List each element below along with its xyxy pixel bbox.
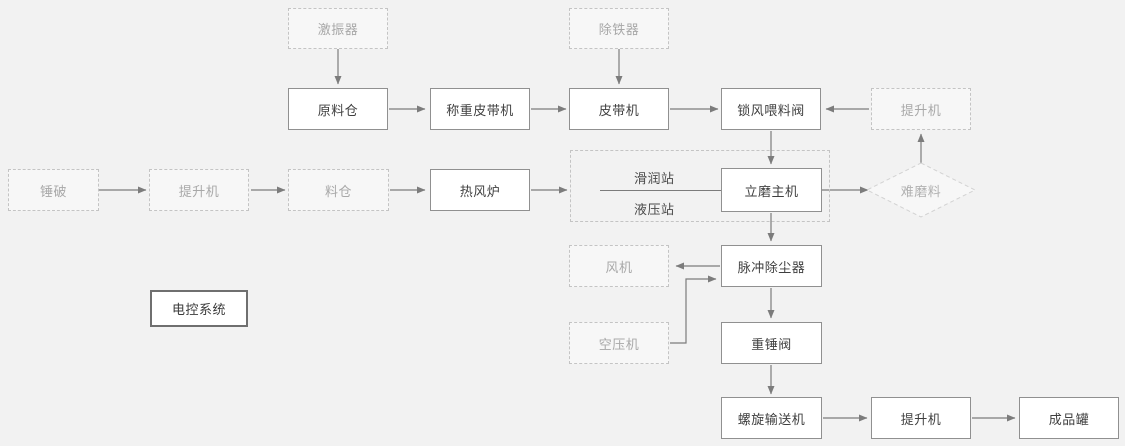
node-product-tank[interactable]: 成品罐 (1019, 397, 1119, 439)
node-raw-bin-label: 原料仓 (317, 103, 359, 119)
node-hammer-crusher-label: 锤破 (39, 184, 67, 200)
vertical-mill-group (570, 150, 830, 222)
node-elevator-left[interactable]: 提升机 (149, 169, 249, 211)
node-hammer-crusher[interactable]: 锤破 (8, 169, 99, 211)
node-vertical-mill-label: 立磨主机 (744, 184, 799, 200)
node-weighing-belt[interactable]: 称重皮带机 (430, 88, 530, 130)
node-air-compressor[interactable]: 空压机 (569, 322, 669, 364)
node-belt-conveyor[interactable]: 皮带机 (569, 88, 669, 130)
node-blower[interactable]: 风机 (569, 245, 669, 287)
node-blower-label: 风机 (605, 260, 633, 276)
node-weighing-belt-label: 称重皮带机 (446, 103, 514, 119)
node-elevator-bottom[interactable]: 提升机 (871, 397, 971, 439)
node-vibrator[interactable]: 激振器 (288, 8, 388, 49)
node-material-bin[interactable]: 料仓 (288, 169, 389, 211)
node-screw-conveyor[interactable]: 螺旋输送机 (721, 397, 822, 439)
node-elevator-bottom-label: 提升机 (900, 412, 942, 428)
node-hot-air-furnace[interactable]: 热风炉 (430, 169, 530, 211)
label-lubrication-station: 滑润站 (634, 172, 675, 187)
node-elevator-top[interactable]: 提升机 (871, 88, 971, 130)
node-hammer-valve-label: 重锤阀 (751, 337, 792, 353)
node-product-tank-label: 成品罐 (1048, 412, 1090, 428)
node-hard-material[interactable]: 难磨料 (866, 162, 976, 218)
node-material-bin-label: 料仓 (324, 184, 352, 200)
node-rotary-feeder-label: 锁风喂料阀 (737, 103, 805, 119)
node-pulse-dust-collector-label: 脉冲除尘器 (737, 260, 806, 276)
node-vibrator-label: 激振器 (317, 23, 359, 38)
node-screw-conveyor-label: 螺旋输送机 (737, 412, 806, 428)
node-iron-remover[interactable]: 除铁器 (569, 8, 669, 49)
node-control-system-label: 电控系统 (171, 303, 226, 318)
node-control-system[interactable]: 电控系统 (150, 290, 248, 327)
station-connector-line (600, 190, 722, 191)
node-hammer-valve[interactable]: 重锤阀 (721, 322, 822, 364)
node-air-compressor-label: 空压机 (598, 337, 640, 353)
node-vertical-mill[interactable]: 立磨主机 (721, 168, 822, 212)
node-pulse-dust-collector[interactable]: 脉冲除尘器 (721, 245, 822, 287)
node-rotary-feeder[interactable]: 锁风喂料阀 (721, 88, 821, 130)
node-belt-conveyor-label: 皮带机 (598, 103, 640, 119)
node-elevator-left-label: 提升机 (178, 184, 220, 200)
node-elevator-top-label: 提升机 (900, 103, 942, 119)
node-raw-bin[interactable]: 原料仓 (288, 88, 388, 130)
node-iron-remover-label: 除铁器 (598, 23, 640, 38)
diamond-shape-icon (866, 162, 976, 218)
label-hydraulic-station: 液压站 (634, 203, 675, 218)
node-hot-air-furnace-label: 热风炉 (459, 184, 501, 200)
node-hard-material-label: 难磨料 (900, 184, 942, 200)
